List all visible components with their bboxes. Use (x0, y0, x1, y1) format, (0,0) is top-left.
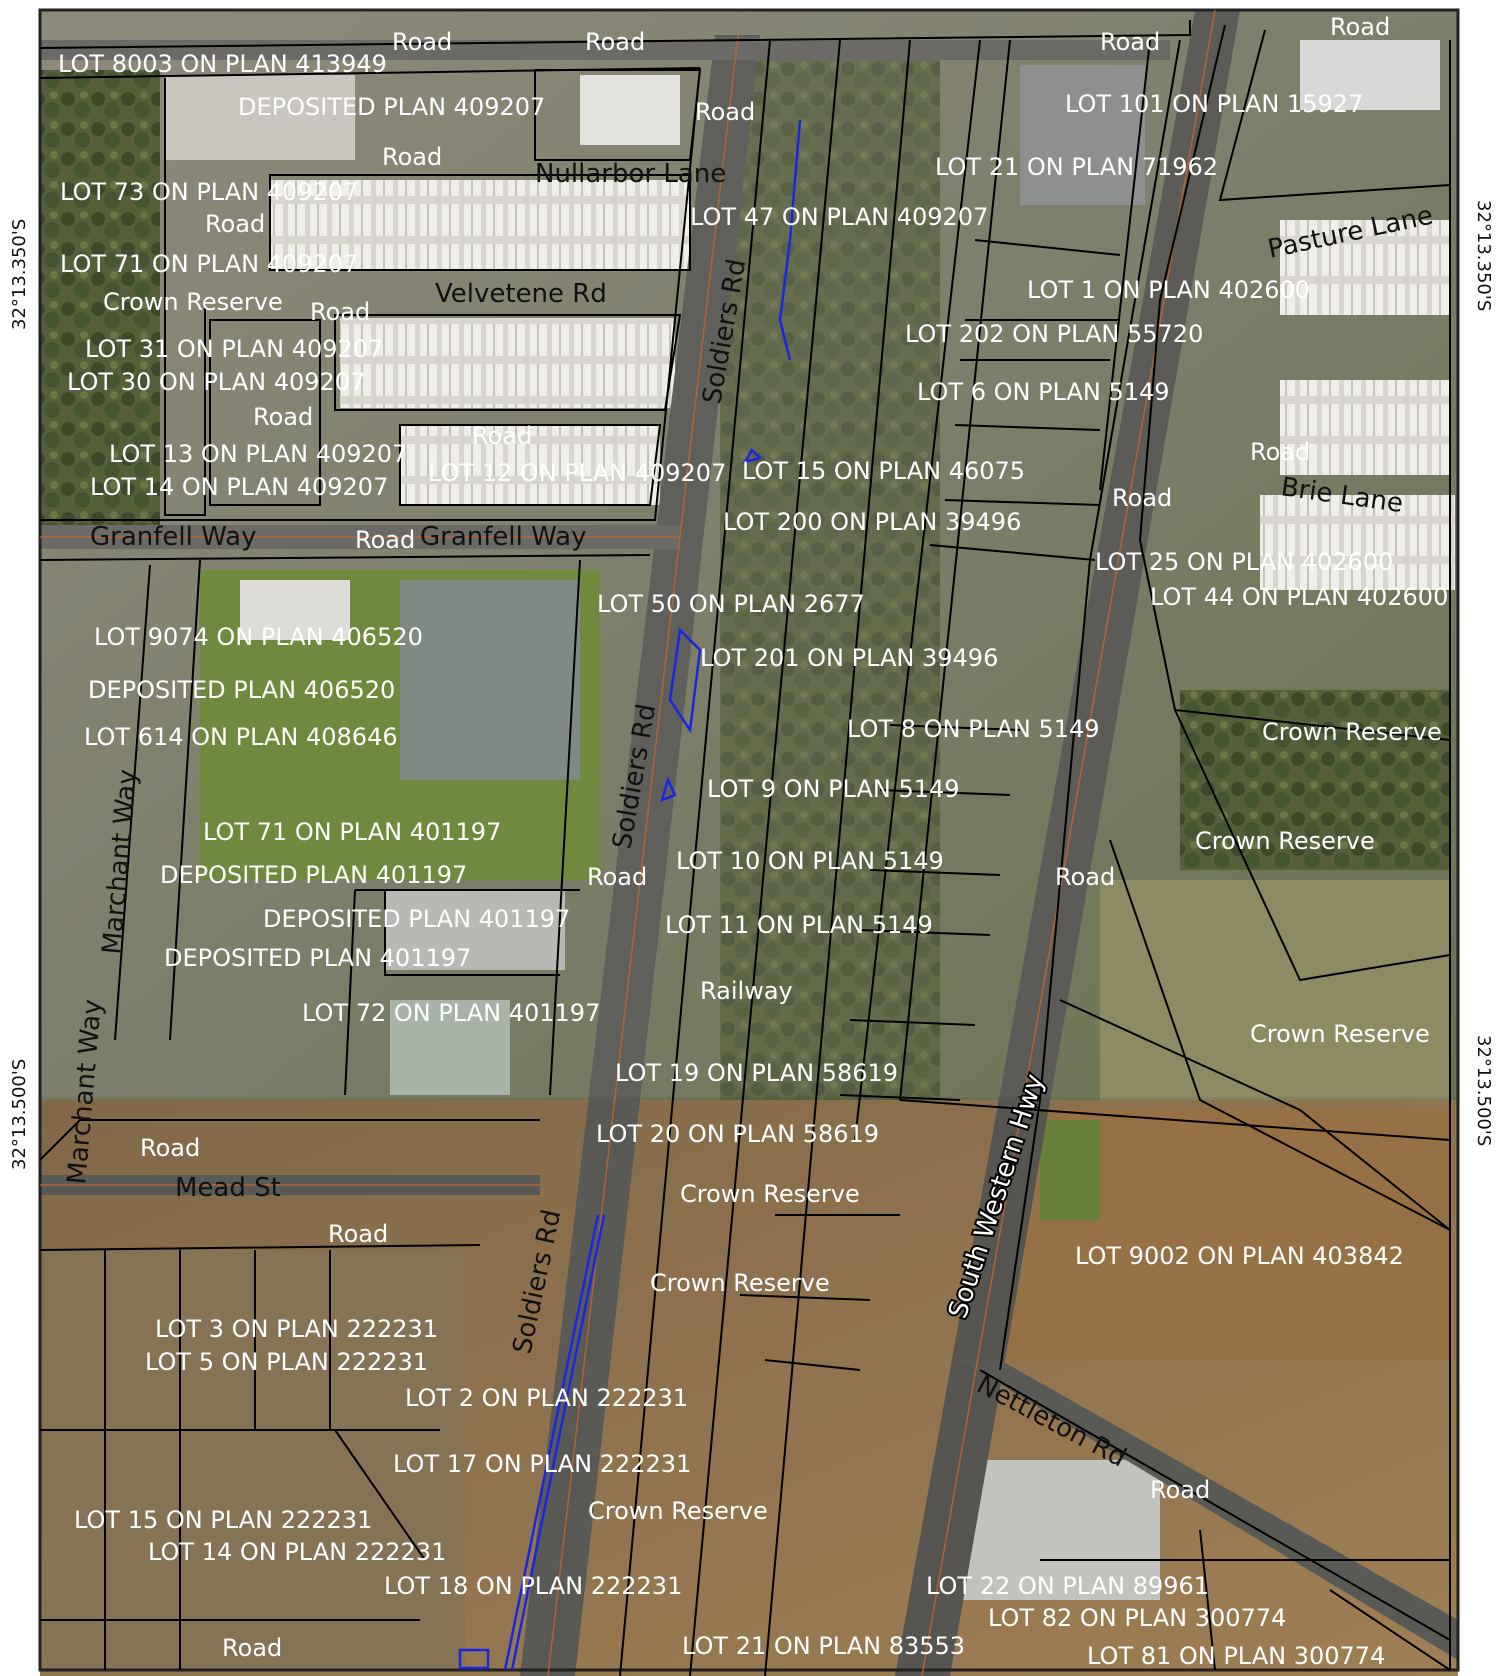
parcel-label: LOT 47 ON PLAN 409207 (690, 203, 988, 231)
parcel-label: Road (355, 526, 415, 554)
parcel-label: LOT 71 ON PLAN 409207 (60, 250, 358, 278)
parcel-label: DEPOSITED PLAN 409207 (238, 93, 545, 121)
parcel-label: LOT 9002 ON PLAN 403842 (1075, 1242, 1404, 1270)
parcel-label: LOT 101 ON PLAN 15927 (1065, 90, 1363, 118)
parcel-label: Crown Reserve (680, 1180, 860, 1208)
road-label-nullarbor-lane: Nullarbor Lane (535, 159, 726, 189)
parcel-label: Road (392, 28, 452, 56)
parcel-label: LOT 44 ON PLAN 402600 (1150, 583, 1448, 611)
parcel-label: LOT 17 ON PLAN 222231 (393, 1450, 691, 1478)
parcel-label: LOT 31 ON PLAN 409207 (85, 335, 383, 363)
parcel-label: LOT 201 ON PLAN 39496 (700, 644, 998, 672)
parcel-label: LOT 50 ON PLAN 2677 (597, 590, 865, 618)
parcel-label: LOT 8003 ON PLAN 413949 (58, 50, 387, 78)
parcel-label: LOT 202 ON PLAN 55720 (905, 320, 1203, 348)
parcel-label: Crown Reserve (588, 1497, 768, 1525)
parcel-label: LOT 72 ON PLAN 401197 (302, 999, 600, 1027)
parcel-label: LOT 18 ON PLAN 222231 (384, 1572, 682, 1600)
road-label-velvetene-rd: Velvetene Rd (435, 279, 607, 309)
lower-shade (40, 1097, 1458, 1676)
parcel-label: Road (1330, 13, 1390, 41)
parcel-label: LOT 81 ON PLAN 300774 (1087, 1642, 1385, 1670)
parcel-label: DEPOSITED PLAN 401197 (263, 905, 570, 933)
parcel-label: LOT 14 ON PLAN 409207 (90, 473, 388, 501)
parcel-label: Crown Reserve (103, 288, 283, 316)
parcel-label: Road (1100, 28, 1160, 56)
parcel-label: LOT 21 ON PLAN 83553 (682, 1632, 965, 1660)
parcel-label: LOT 200 ON PLAN 39496 (723, 508, 1021, 536)
parcel-label: Road (140, 1134, 200, 1162)
parcel-label: Road (222, 1634, 282, 1662)
parcel-label: LOT 14 ON PLAN 222231 (148, 1538, 446, 1566)
coord-top-left: 32°13.350'S (9, 219, 30, 330)
parcel-label: LOT 71 ON PLAN 401197 (203, 818, 501, 846)
parcel-label: LOT 19 ON PLAN 58619 (615, 1059, 898, 1087)
parcel-label: LOT 15 ON PLAN 222231 (74, 1506, 372, 1534)
parcel-label: Crown Reserve (1195, 827, 1375, 855)
parcel-label: Road (310, 298, 370, 326)
coord-bottom-right: 32°13.500'S (1473, 1035, 1494, 1146)
parcel-label: Road (1150, 1476, 1210, 1504)
parcel-label: Road (1112, 484, 1172, 512)
coord-top-right: 32°13.350'S (1473, 200, 1494, 311)
parcel-label: DEPOSITED PLAN 401197 (160, 861, 467, 889)
parcel-label: LOT 8 ON PLAN 5149 (847, 715, 1100, 743)
parcel-label: DEPOSITED PLAN 406520 (88, 676, 395, 704)
road-centrelines (40, 9, 1216, 1676)
coord-bottom-left: 32°13.500'S (9, 1059, 30, 1170)
parcel-label: Road (253, 403, 313, 431)
parcel-label: LOT 15 ON PLAN 46075 (742, 457, 1025, 485)
parcel-label: LOT 82 ON PLAN 300774 (988, 1604, 1286, 1632)
parcel-label: Road (1055, 863, 1115, 891)
parcel-label: LOT 73 ON PLAN 409207 (60, 178, 358, 206)
parcel-boundaries (39, 20, 1451, 1676)
parcel-label: LOT 25 ON PLAN 402600 (1095, 548, 1393, 576)
parcel-label: LOT 22 ON PLAN 89961 (926, 1572, 1209, 1600)
parcel-label: LOT 11 ON PLAN 5149 (665, 911, 933, 939)
parcel-label: DEPOSITED PLAN 401197 (164, 944, 471, 972)
parcel-label: LOT 6 ON PLAN 5149 (917, 378, 1170, 406)
parcel-label: Road (587, 863, 647, 891)
parcel-label: Crown Reserve (650, 1269, 830, 1297)
parcel-label: Road (1250, 438, 1310, 466)
road-label-mead-st: Mead St (175, 1173, 281, 1203)
parcel-label: Road (585, 28, 645, 56)
parcel-label: Crown Reserve (1250, 1020, 1430, 1048)
parcel-label: Road (382, 143, 442, 171)
road-label-granfell-way-2: Granfell Way (420, 522, 586, 552)
road-label-granfell-way-1: Granfell Way (90, 522, 256, 552)
parcel-label: LOT 1 ON PLAN 402600 (1027, 276, 1310, 304)
parcel-label: LOT 30 ON PLAN 409207 (67, 368, 365, 396)
parcel-label: Railway (700, 977, 793, 1005)
parcel-label: LOT 5 ON PLAN 222231 (145, 1348, 428, 1376)
survey-marks (458, 119, 802, 1671)
parcel-label: Road (205, 210, 265, 238)
parcel-label: LOT 13 ON PLAN 409207 (109, 440, 407, 468)
parcel-label: Crown Reserve (1262, 718, 1442, 746)
parcel-label: LOT 3 ON PLAN 222231 (155, 1315, 438, 1343)
parcel-label: LOT 10 ON PLAN 5149 (676, 847, 944, 875)
parcel-label: LOT 9 ON PLAN 5149 (707, 775, 960, 803)
parcel-label: Road (695, 98, 755, 126)
parcel-label: Road (328, 1220, 388, 1248)
parcel-label: LOT 2 ON PLAN 222231 (405, 1384, 688, 1412)
map-border (38, 8, 1460, 1672)
parcel-label: LOT 12 ON PLAN 409207 (428, 459, 726, 487)
parcel-label: LOT 9074 ON PLAN 406520 (94, 623, 423, 651)
parcel-label: LOT 614 ON PLAN 408646 (84, 723, 398, 751)
parcel-label: LOT 20 ON PLAN 58619 (596, 1120, 879, 1148)
parcel-label: LOT 21 ON PLAN 71962 (935, 153, 1218, 181)
parcel-label: Road (472, 422, 532, 450)
